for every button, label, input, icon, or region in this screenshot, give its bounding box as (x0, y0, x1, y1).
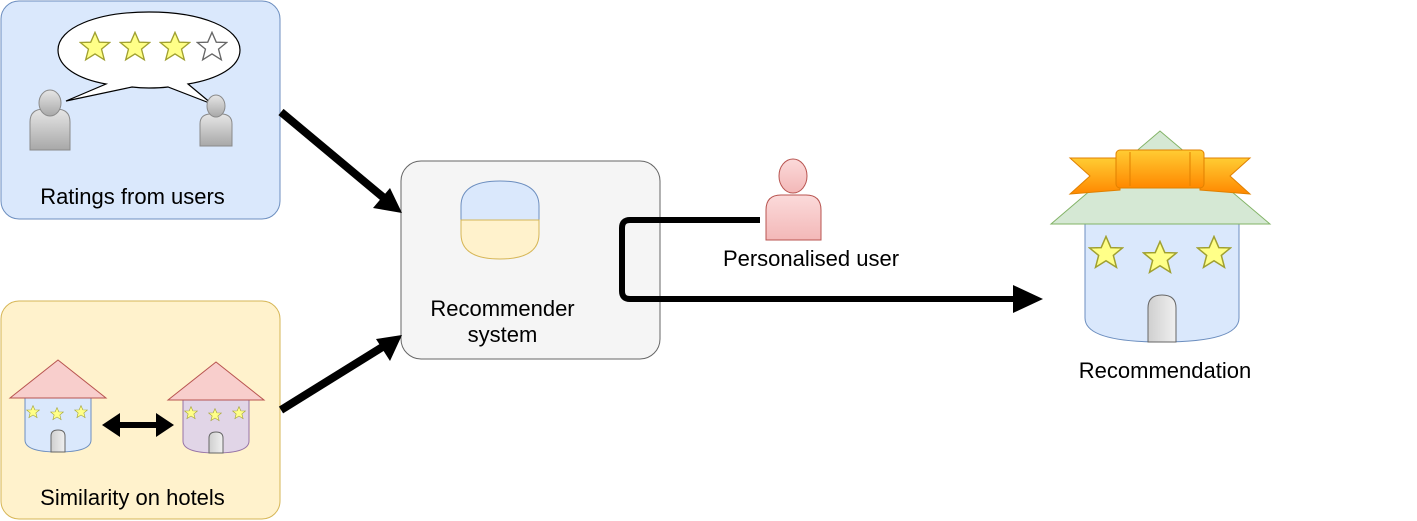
database-icon (460, 180, 540, 260)
hotel-icon (166, 361, 266, 454)
hotel-icon (8, 359, 108, 453)
recommender-label: Recommender system (430, 296, 575, 348)
personalised-user-label: Personalised user (722, 246, 900, 271)
ribbon-banner-icon (1068, 149, 1252, 195)
similarity-label: Similarity on hotels (40, 485, 225, 510)
arrow-similarity-to-recommender (278, 335, 402, 414)
arrow-ratings-to-recommender (278, 108, 402, 213)
recommendation-label: Recommendation (1078, 358, 1252, 383)
ratings-label: Ratings from users (40, 184, 225, 209)
similarity-box (0, 300, 281, 520)
personalised-user-icon (765, 158, 822, 241)
user-icon (29, 89, 71, 151)
ratings-from-users-node[interactable] (0, 0, 281, 220)
similarity-on-hotels-node[interactable] (0, 300, 281, 520)
speech-bubble-icon (57, 11, 241, 105)
recommender-system-node[interactable] (400, 160, 661, 360)
user-icon (199, 94, 233, 147)
recommendation-node[interactable] (1049, 130, 1272, 343)
arrow-recommender-to-recommendation (619, 217, 1043, 313)
double-arrow-icon (102, 413, 174, 437)
